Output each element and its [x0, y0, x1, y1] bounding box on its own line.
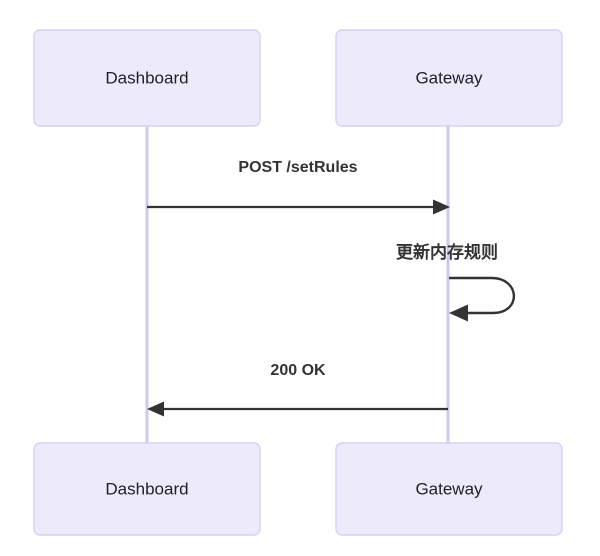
message-200-ok[interactable]: 200 OK: [147, 362, 448, 417]
participant-box-gateway-top[interactable]: Gateway: [335, 29, 563, 127]
participant-label-gateway-top: Gateway: [415, 68, 483, 87]
message-label-200-ok: 200 OK: [270, 362, 326, 379]
participant-box-rect: [335, 29, 563, 127]
arrow-head-right-icon: [433, 199, 450, 215]
participant-box-rect: [335, 442, 563, 536]
message-label-post-setrules: POST /setRules: [238, 159, 357, 176]
arrow-head-left-loop-icon: [449, 304, 468, 322]
participant-box-dashboard-top[interactable]: Dashboard: [33, 29, 261, 127]
arrow-head-left-icon: [147, 401, 164, 417]
participant-label-gateway-bottom: Gateway: [415, 479, 483, 498]
self-loop-path-gateway: [449, 276, 516, 315]
lifelines-group: [145, 126, 450, 443]
message-post-setrules[interactable]: POST /setRules: [147, 159, 450, 215]
participant-box-rect: [33, 442, 261, 536]
participant-label-dashboard-top: Dashboard: [105, 68, 188, 87]
participant-box-dashboard-bottom[interactable]: Dashboard: [33, 442, 261, 536]
message-update-memory-rules[interactable]: 更新内存规则: [396, 242, 516, 322]
message-label-update-memory-rules: 更新内存规则: [396, 242, 498, 263]
participant-label-dashboard-bottom: Dashboard: [105, 479, 188, 498]
participant-box-gateway-bottom[interactable]: Gateway: [335, 442, 563, 536]
participant-box-rect: [33, 29, 261, 127]
